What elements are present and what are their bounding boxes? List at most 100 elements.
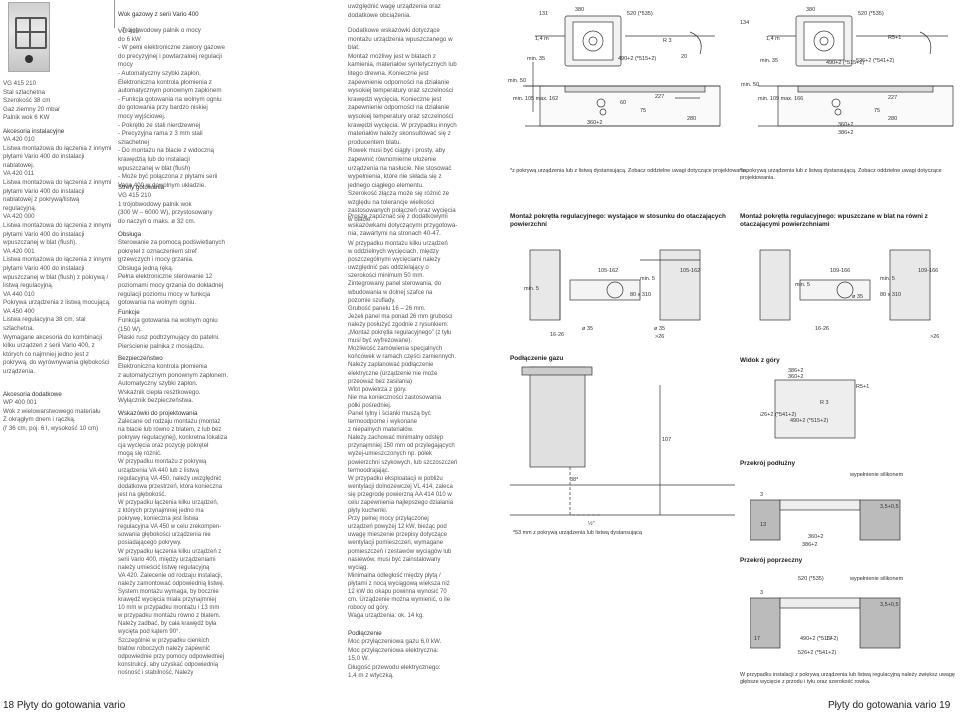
fig7-label-35: 3,5+0,5 xyxy=(880,504,899,510)
fig3-label-26: >26 xyxy=(655,334,664,340)
fig4-label-1626: 16-26 xyxy=(815,326,829,332)
installation-text: VA 420 010 Listwa montażowa do łączenia … xyxy=(3,136,112,376)
fig2-note: *z pokrywą urządzenia lub z listwą dysta… xyxy=(740,168,942,181)
fig3-label-min5b: min. 5 xyxy=(640,276,655,282)
fig2-label-520: 520 (*535) xyxy=(858,11,884,17)
safety-text: Elektroniczna kontrola płomienia z autom… xyxy=(118,363,229,405)
fig1-label-227: 227 xyxy=(655,94,664,100)
footer-left: 18 Płyty do gotowania vario xyxy=(3,700,126,711)
fig1-label-280: 280 xyxy=(687,116,696,122)
figure-knob-flush-drawing: 109-166 109-166 min. 5 min. 5 80 x 310 ø… xyxy=(759,249,939,340)
fig1-label-min35: min. 35 xyxy=(527,56,545,62)
fig8-label-17b: 17 xyxy=(826,636,832,642)
bottom-note: W przypadku instalacji z pokrywą urządze… xyxy=(740,672,955,685)
fig3-label-105b: 105-162 xyxy=(680,268,700,274)
extra-heading: Akcesoria dodatkowe xyxy=(3,391,62,398)
fig1-label-60: 60 xyxy=(620,100,626,106)
fig4-label-109: 109-166 xyxy=(830,268,850,274)
fig6-label-386: 386+2 xyxy=(788,368,803,374)
product-model: VG 415 xyxy=(118,27,139,35)
fig7-caption: Przekrój podłużny xyxy=(740,460,796,467)
figure-knob-protruding: 105-162 105-162 min. 5 min. 5 80 x 310 ø… xyxy=(510,240,735,340)
fig8-label-526: 526+2 (*541+2) xyxy=(798,650,836,656)
fig2-label-min50: min. 50 xyxy=(741,82,759,88)
fig2-label-386: 386+2 xyxy=(838,130,853,136)
fig5-label-38: 38* xyxy=(570,477,579,483)
fig3-label-phi35b: ø 35 xyxy=(654,326,665,332)
fig6-label-r5: R5+1 xyxy=(856,384,869,390)
fig1-label-min50: min. 50 xyxy=(508,78,526,84)
fig3-label-min5: min. 5 xyxy=(524,286,539,292)
zones-heading: Strefy gotowania xyxy=(118,184,165,191)
fig6-label-r3: R 3 xyxy=(820,400,829,406)
power-text: Moc przyłączeniowa gazu 6,0 kW. Moc przy… xyxy=(348,638,442,680)
fig4-caption: Montaż pokrętła regulacyjnego: wpuszczan… xyxy=(740,213,928,228)
installation-heading: Akcesoria instalacyjne xyxy=(3,128,65,135)
fig2-label-526: 526+2 (*541+2) xyxy=(856,58,894,64)
fig8-label-17: 17 xyxy=(754,636,760,642)
col3-body1: Dodatkowe wskazówki dotyczące montażu ur… xyxy=(348,27,457,224)
fig5-label-half: ½" xyxy=(588,520,595,527)
footer-right: Płyty do gotowania vario 19 xyxy=(828,700,951,711)
fig4-label-109b: 109-166 xyxy=(918,268,938,274)
operation-heading: Obsługa xyxy=(118,231,142,238)
figure-installation-1-drawing: 131 380 520 (*535) 1,4 m min. 35 min. 50… xyxy=(508,7,721,127)
col3-top-text: uwzględnić wagę urządzenia oraz dodatkow… xyxy=(348,3,441,19)
fig5-note: *53 mm z pokrywą urządzenia lub listwą d… xyxy=(513,530,642,536)
figure-top-view: 386+2 360+2 R5+1 R 3 526+2 (*541+2) 490+… xyxy=(760,366,880,446)
fig1-note: *z pokrywą urządzenia lub z listwą dysta… xyxy=(510,168,748,174)
figure-installation-1: 131 380 520 (*535) 1,4 m min. 35 min. 50… xyxy=(505,2,730,162)
figure-top-view-drawing: 386+2 360+2 R5+1 R 3 526+2 (*541+2) 490+… xyxy=(760,368,869,439)
fig3-label-80x310: 80 x 310 xyxy=(630,292,651,298)
planning-text: Zalecane od rodzaju montażu (montaż na b… xyxy=(118,419,228,676)
product-photo xyxy=(8,2,50,72)
fig1-label-131: 131 xyxy=(539,11,548,17)
functions-text: Funkcja gotowania na wolnym ogniu (150 W… xyxy=(118,317,220,350)
fig6-label-360: 360+2 xyxy=(788,374,803,380)
fig7-label-filled: wypełnienie silikonem xyxy=(849,472,904,478)
fig2-label-min35: min. 35 xyxy=(760,58,778,64)
extra-text: WP 400 001 Wok z wielowarstwowego materi… xyxy=(3,399,101,432)
fig8-label-490: 490+2 (*515+2) xyxy=(800,636,838,642)
fig6-label-490: 490+2 (*515+2) xyxy=(790,418,828,424)
fig2-label-134: 134 xyxy=(740,20,749,26)
power-heading: Podłączenie xyxy=(348,630,382,637)
figure-longitudinal-section: wypełnienie silikonem 3,5+0,5 3 13 360+2… xyxy=(750,470,950,550)
fig4-label-26: >26 xyxy=(930,334,939,340)
features-list: - Trójobwodowy palnik o mocy do 6 kW - W… xyxy=(118,27,225,189)
figure-installation-2: 134 380 520 (*535) 1,4 m min. 35 min. 50… xyxy=(738,2,958,162)
figure-installation-2-drawing: 134 380 520 (*535) 1,4 m min. 35 min. 50… xyxy=(740,7,954,136)
fig1-label-90: 20 xyxy=(681,54,687,60)
fig1-label-14m: 1,4 m xyxy=(535,36,549,42)
fig3-label-105: 105-162 xyxy=(598,268,618,274)
figure-cross-section: 520 (*535) wypełnienie silikonem 3,5+0,5… xyxy=(750,568,950,663)
fig8-label-35: 3,5+0,5 xyxy=(880,602,899,608)
fig7-label-386: 386+2 xyxy=(802,542,817,548)
safety-heading: Bezpieczeństwo xyxy=(118,355,163,362)
fig4-label-min5b: min. 5 xyxy=(880,276,895,282)
fig1-label-360: 360+2 xyxy=(587,120,602,126)
fig4-label-min5: min. 5 xyxy=(795,282,810,288)
col3-body2: Proszę zapoznać się z dodatkowymi wskazó… xyxy=(348,213,458,238)
fig2-label-min109: min. 109 max. 166 xyxy=(758,96,803,102)
figure-longitudinal-section-drawing: wypełnienie silikonem 3,5+0,5 3 13 360+2… xyxy=(750,472,904,548)
zones-text: VG 415 210 1 trójobwodowy palnik wok (30… xyxy=(118,192,213,225)
fig3-label-phi35: ø 35 xyxy=(582,326,593,332)
figure-gas-connection: 107 38* ½" xyxy=(510,365,735,535)
knob-icon xyxy=(25,55,33,63)
fig6-caption: Widok z góry xyxy=(740,357,780,364)
fig7-label-3: 3 xyxy=(760,492,763,498)
product-header: Wok gazowy z serii Vario 400 VG 415 xyxy=(118,2,199,36)
fig4-label-80x310: 80 x 310 xyxy=(880,292,901,298)
operation-text: Sterowanie za pomocą podświetlanych pokr… xyxy=(118,239,225,307)
fig1-label-r3: R 3 xyxy=(663,38,672,44)
planning-heading: Wskazówki do projektowania xyxy=(118,410,198,417)
fig2-label-490: 490+2 (*515+2) xyxy=(826,60,864,66)
fig4-label-phi35: ø 35 xyxy=(852,294,863,300)
col3-body3: W przypadku montażu kilku urządzeń w odd… xyxy=(348,241,458,620)
divider xyxy=(114,0,115,28)
fig1-label-75: 75 xyxy=(640,108,646,114)
fig5-caption: Podłączenie gazu xyxy=(510,355,564,362)
fig8-label-3: 3 xyxy=(760,590,763,596)
